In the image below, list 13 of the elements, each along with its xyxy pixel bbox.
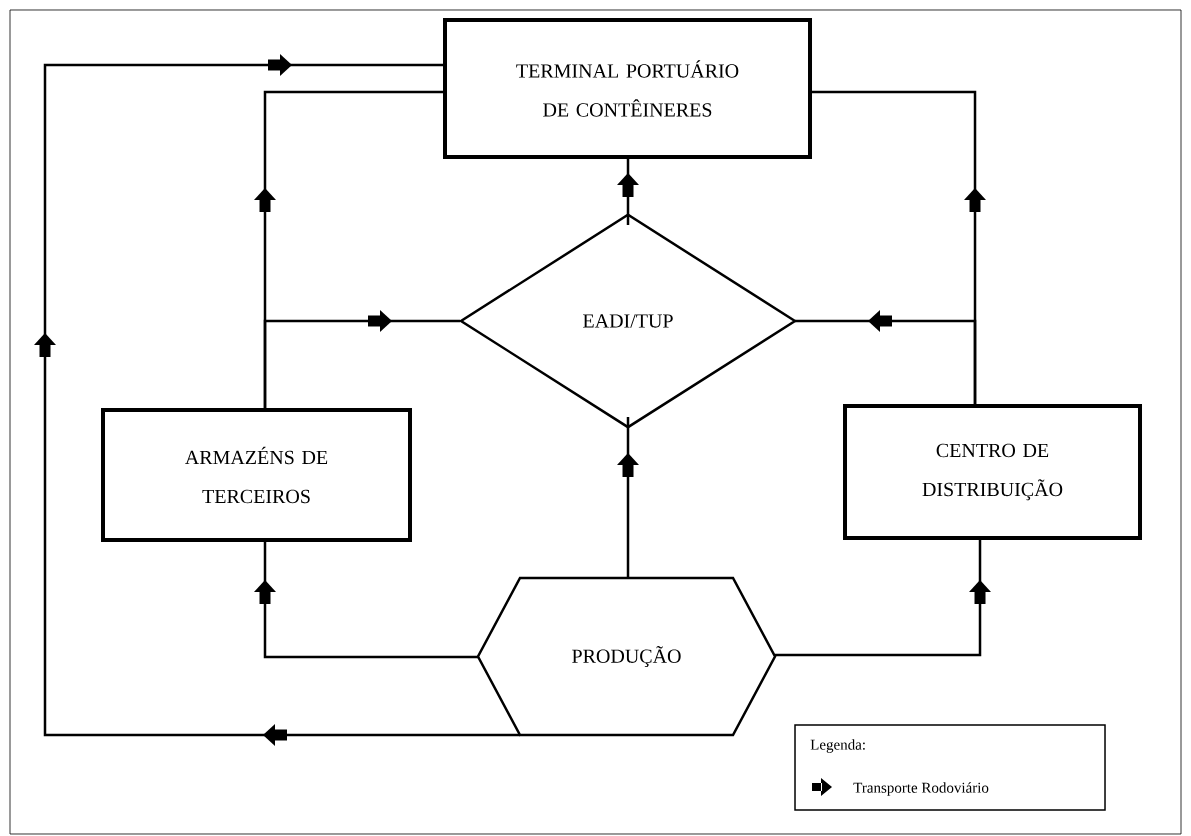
arrow xyxy=(617,157,639,225)
process-box: TERMINAL PORTUÁRIO DE CONTÊINERES xyxy=(443,18,812,159)
process-box: ARMAZÉNS DE TERCEIROS xyxy=(101,408,412,542)
legend-text: Transporte Rodoviário xyxy=(853,782,989,796)
arrow xyxy=(617,417,639,578)
arrow xyxy=(34,54,520,746)
legend-title: Legenda: xyxy=(810,739,865,753)
hexagon-box: PRODUÇÃO xyxy=(476,576,777,737)
arrow xyxy=(263,310,460,410)
arrow xyxy=(810,90,986,406)
process-box: CENTRO DE DISTRIBUIÇÃO xyxy=(843,404,1142,540)
arrow xyxy=(254,540,478,659)
arrow xyxy=(775,538,991,657)
